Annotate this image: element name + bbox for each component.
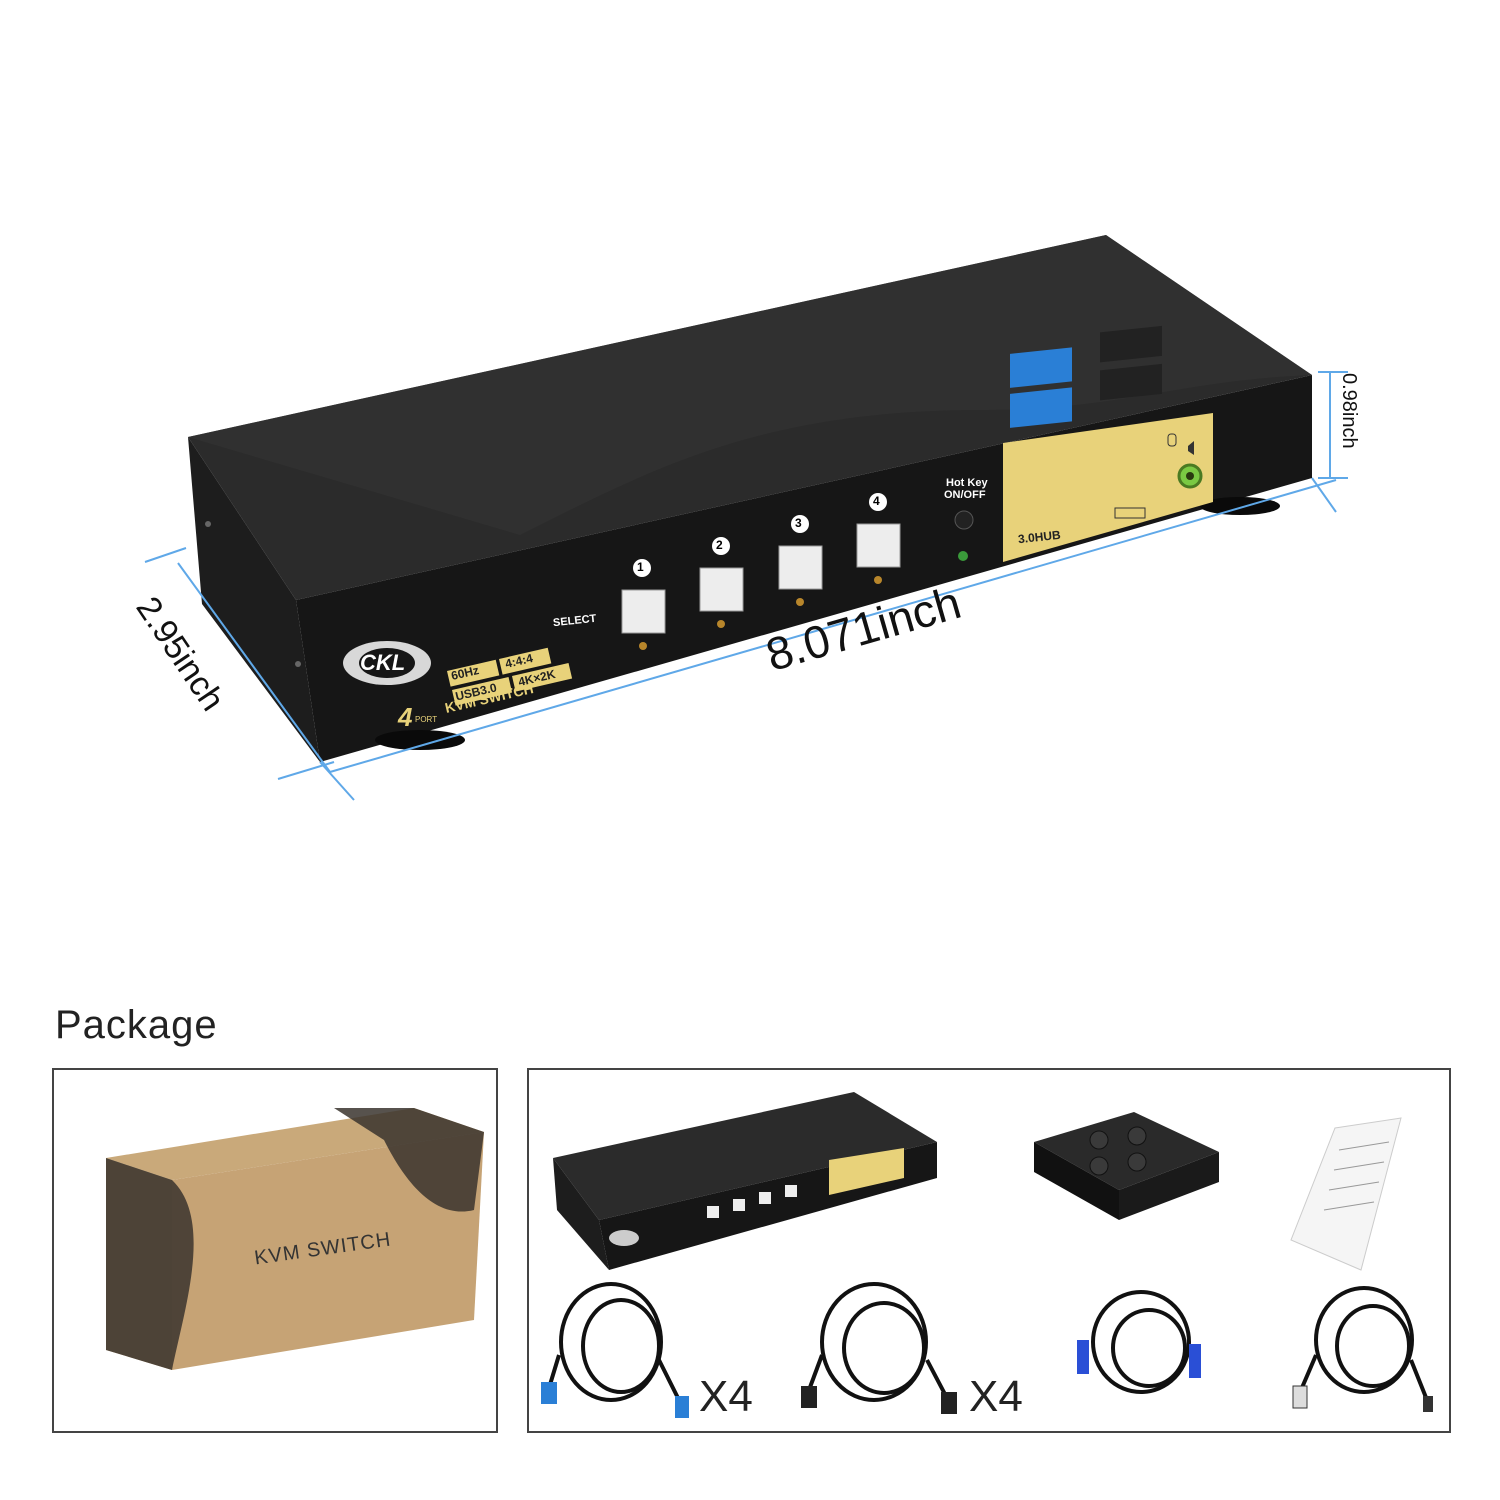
blue-connector [1077,1340,1089,1374]
hdmi-connector [801,1386,817,1408]
kvm-switch-illustration [144,235,1348,801]
usb3-port-bottom [1010,387,1072,428]
contents-panel: X4 X4 [527,1068,1451,1433]
switch-left-side [188,437,320,762]
button-number-1: 1 [637,560,644,574]
speaker-icon [1188,441,1194,455]
hotkey-led [958,551,968,561]
hdmi-cable-quantity: X4 [969,1372,1023,1421]
hdmi-connector [941,1392,957,1414]
user-manual-image [1290,1117,1402,1271]
hdmi-cable-image [807,1282,949,1402]
wired-remote-image [1034,1112,1219,1220]
dc-plug [1423,1396,1433,1412]
package-contents [541,1092,1433,1418]
rubber-foot [375,730,465,750]
button-number-3: 3 [795,516,802,530]
mouse-icon [1167,433,1177,447]
button-number-2: 2 [716,538,723,552]
select-button-2[interactable] [699,567,744,612]
port-led [717,620,725,628]
usb-b-connector [541,1382,557,1404]
usb3-port-top [1010,347,1072,388]
badge-4k [512,662,573,692]
height-dimension: 0.98inch [1338,373,1360,449]
select-button-1[interactable] [621,589,666,634]
port-led [874,576,882,584]
hotkey-label: Hot Key [946,477,988,489]
dimension-lines [144,371,1348,801]
usb-cable-image [547,1282,681,1402]
mouse-port [1100,325,1162,363]
usb-extension-cable-image [1091,1290,1191,1394]
port-count: 4 [398,702,413,732]
usb-a-connector [1292,1385,1308,1409]
usb-cable-quantity: X4 [699,1372,753,1421]
port-panel [1003,413,1213,562]
button-number-4: 4 [873,494,880,508]
usb-power-cable-image [1299,1286,1429,1401]
badge-usb3 [452,676,513,706]
keyboard-port [1100,363,1162,401]
hotkey-button[interactable] [954,510,974,530]
port-led [796,598,804,606]
badge-60hz [446,659,500,687]
port-word: PORT [415,715,438,724]
retail-box-image [106,1108,484,1370]
box-panel: KVM SWITCH [52,1068,498,1433]
badge-444 [499,647,552,675]
hotkey-onoff-label: ON/OFF [944,489,986,501]
brand-logo-text: CKL [360,650,406,675]
package-title: Package [55,1003,218,1047]
select-button-4[interactable] [856,523,901,568]
port-led [639,642,647,650]
select-button-3[interactable] [778,545,823,590]
keyboard-icon [1114,507,1146,519]
blue-connector [1189,1344,1201,1378]
kvm-switch-thumbnail [553,1092,937,1270]
switch-top-gloss [188,235,1312,535]
usb-a-connector [675,1396,689,1418]
